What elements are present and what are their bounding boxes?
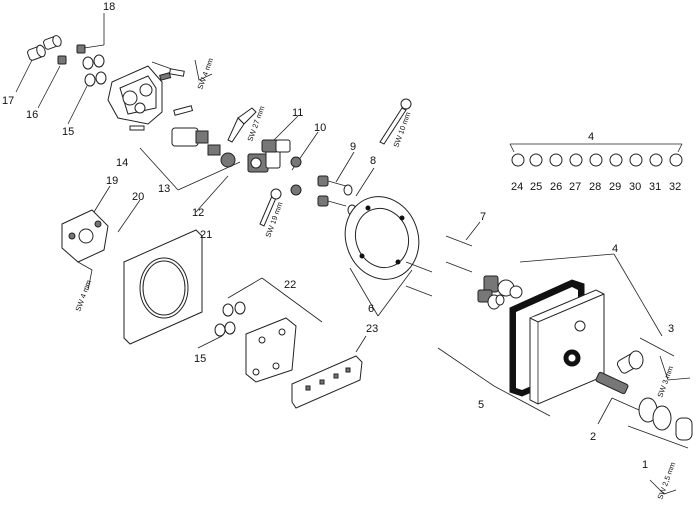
part-19-housing <box>61 209 109 263</box>
tool-sw10: SW 10 mm <box>391 111 412 149</box>
tool-sw4-left: SW 4 mm <box>73 279 93 313</box>
part-15-orings-top <box>82 54 107 87</box>
wrench-sw19 <box>259 188 282 227</box>
sw25-hex-key <box>649 479 677 495</box>
label-30: 30 <box>629 181 641 193</box>
part-5-cover-plate <box>529 289 605 405</box>
label-26: 26 <box>550 181 562 193</box>
part-body-housing <box>107 65 194 131</box>
label-20: 20 <box>132 191 144 203</box>
wrench-sw27 <box>227 107 257 143</box>
part-21-rough-frame <box>123 229 203 345</box>
part-18-cap <box>43 35 62 50</box>
label-6: 6 <box>368 303 374 315</box>
part-1-handle <box>638 397 693 441</box>
label-14: 14 <box>116 157 128 169</box>
part-11-valve-2 <box>261 139 291 153</box>
label-16: 16 <box>26 109 38 121</box>
part-22-mounting-plate <box>245 317 297 383</box>
label-5: 5 <box>478 399 484 411</box>
label-1: 1 <box>642 459 648 471</box>
part-16-nut <box>57 44 86 65</box>
label-28: 28 <box>589 181 601 193</box>
label-27: 27 <box>569 181 581 193</box>
part-7-screws <box>405 235 473 297</box>
part-17-cap <box>27 44 46 61</box>
label-15-top: 15 <box>62 126 74 138</box>
label-15-bottom: 15 <box>194 353 206 365</box>
wrench-sw10 <box>379 98 412 145</box>
label-32: 32 <box>669 181 681 193</box>
part-6-rosette <box>344 196 420 280</box>
sw3-hex-key <box>659 355 691 381</box>
label-3: 3 <box>668 323 674 335</box>
label-9: 9 <box>350 141 356 153</box>
label-13: 13 <box>158 183 170 195</box>
tool-sw25: SW 2,5 mm <box>655 461 677 501</box>
part-4-assembly <box>477 275 523 310</box>
label-17: 17 <box>2 95 14 107</box>
label-24: 24 <box>511 181 523 193</box>
label-29: 29 <box>609 181 621 193</box>
label-group: 18 17 16 15 14 13 12 11 10 9 8 7 6 4 4 3… <box>2 1 681 471</box>
parts-24-32-row <box>511 153 683 167</box>
label-18: 18 <box>103 1 115 13</box>
label-12: 12 <box>192 207 204 219</box>
part-10-ring <box>290 156 302 196</box>
part-13-cartridge <box>171 127 236 168</box>
tool-sw4-top: SW 4 mm <box>195 57 215 91</box>
label-4-right: 4 <box>612 243 618 255</box>
label-8: 8 <box>370 155 376 167</box>
label-4-top: 4 <box>588 131 594 143</box>
part-15-orings-bottom <box>214 301 246 337</box>
label-10: 10 <box>314 122 326 134</box>
tool-sw3: SW 3 mm <box>655 365 675 399</box>
sw4-top-hex-key <box>194 59 213 81</box>
part-2-button-insert <box>595 371 629 395</box>
label-22: 22 <box>284 279 296 291</box>
label-7: 7 <box>480 211 486 223</box>
part-3-button <box>616 350 644 374</box>
label-11: 11 <box>292 107 303 119</box>
label-21: 21 <box>200 229 212 241</box>
part-11-valve <box>247 147 281 173</box>
part-9-valve-screw <box>317 175 347 207</box>
label-23: 23 <box>366 323 378 335</box>
label-31: 31 <box>649 181 661 193</box>
label-19: 19 <box>106 175 118 187</box>
label-2: 2 <box>590 431 596 443</box>
part-23-mounting-bracket <box>291 355 363 409</box>
sw4-left-hex-key <box>77 261 93 291</box>
label-25: 25 <box>530 181 542 193</box>
